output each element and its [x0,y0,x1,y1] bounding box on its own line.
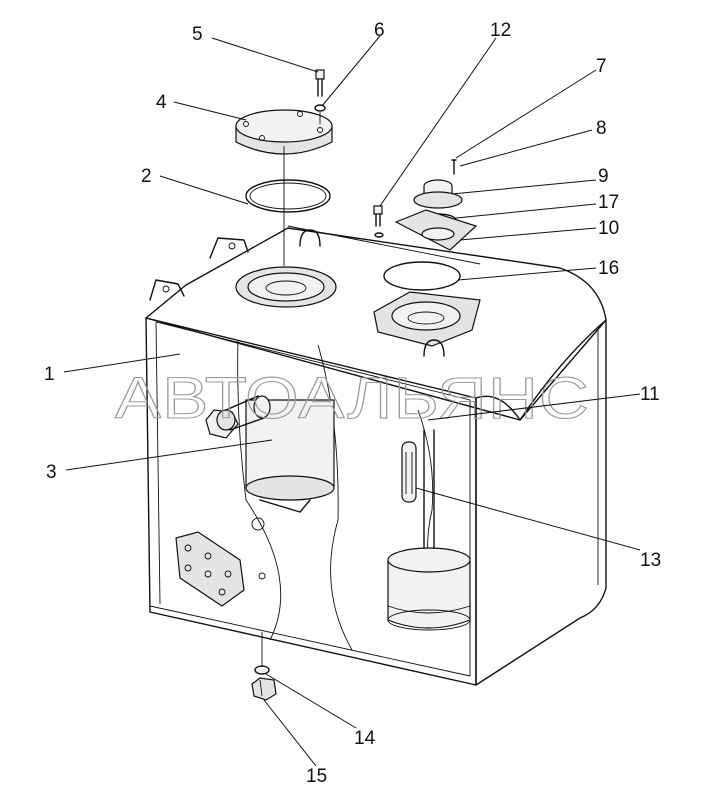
breather-cap [413,179,463,209]
breather-screw [451,159,457,175]
washer [314,104,326,112]
leader-1 [63,353,181,373]
callout-2: 2 [141,166,152,187]
callout-14: 14 [354,728,376,749]
callout-10: 10 [598,218,619,239]
lifting-hook-left [299,229,321,247]
side-flange-plate [175,531,266,607]
breather-port-flange [373,291,481,347]
inlet-pipe [205,395,271,439]
callout-labels: 1 2 3 4 5 6 7 8 9 10 11 12 13 14 15 16 1… [44,20,661,787]
leader-3 [65,439,273,471]
callout-4: 4 [156,92,167,113]
leader-5 [211,37,319,73]
leader-14 [265,673,357,729]
callout-11: 11 [640,384,660,405]
callout-5: 5 [192,24,203,45]
callout-8: 8 [596,118,607,139]
leader-12 [379,37,497,207]
leader-9 [451,179,597,195]
leader-16 [457,267,597,281]
leader-2 [159,175,249,205]
lifting-hook-right [423,339,445,357]
seal-ring [245,179,331,213]
leader-15 [263,699,317,767]
leader-8 [459,129,593,167]
callout-15: 15 [306,766,327,787]
callout-16: 16 [598,258,619,279]
tank-body [145,227,607,686]
watermark-text: АВТОАЛЬЯНС [115,366,590,431]
callout-17: 17 [598,192,619,213]
breather-flange [394,209,478,251]
drain-washer [254,665,270,675]
leader-17 [455,203,597,219]
leader-13 [415,487,641,551]
callout-6: 6 [374,20,385,41]
callout-9: 9 [598,166,609,187]
filter-cover [235,109,333,155]
filter-element [245,399,335,531]
suction-strainer [387,429,471,631]
leader-6 [321,35,381,107]
callout-12: 12 [490,20,511,41]
leader-11 [427,393,641,421]
filter-port-flange [235,266,337,308]
leader-7 [455,69,597,159]
callout-7: 7 [596,56,607,77]
leader-4 [173,101,247,121]
callout-1: 1 [44,364,55,385]
breather-gasket [383,261,461,291]
leader-lines [63,35,641,767]
cover-bolt [315,69,325,97]
drain-plug [251,677,277,701]
callout-13: 13 [640,550,661,571]
callout-3: 3 [46,462,57,483]
level-gauge [401,441,417,503]
leader-10 [459,227,597,241]
flange-bolt [373,205,384,238]
